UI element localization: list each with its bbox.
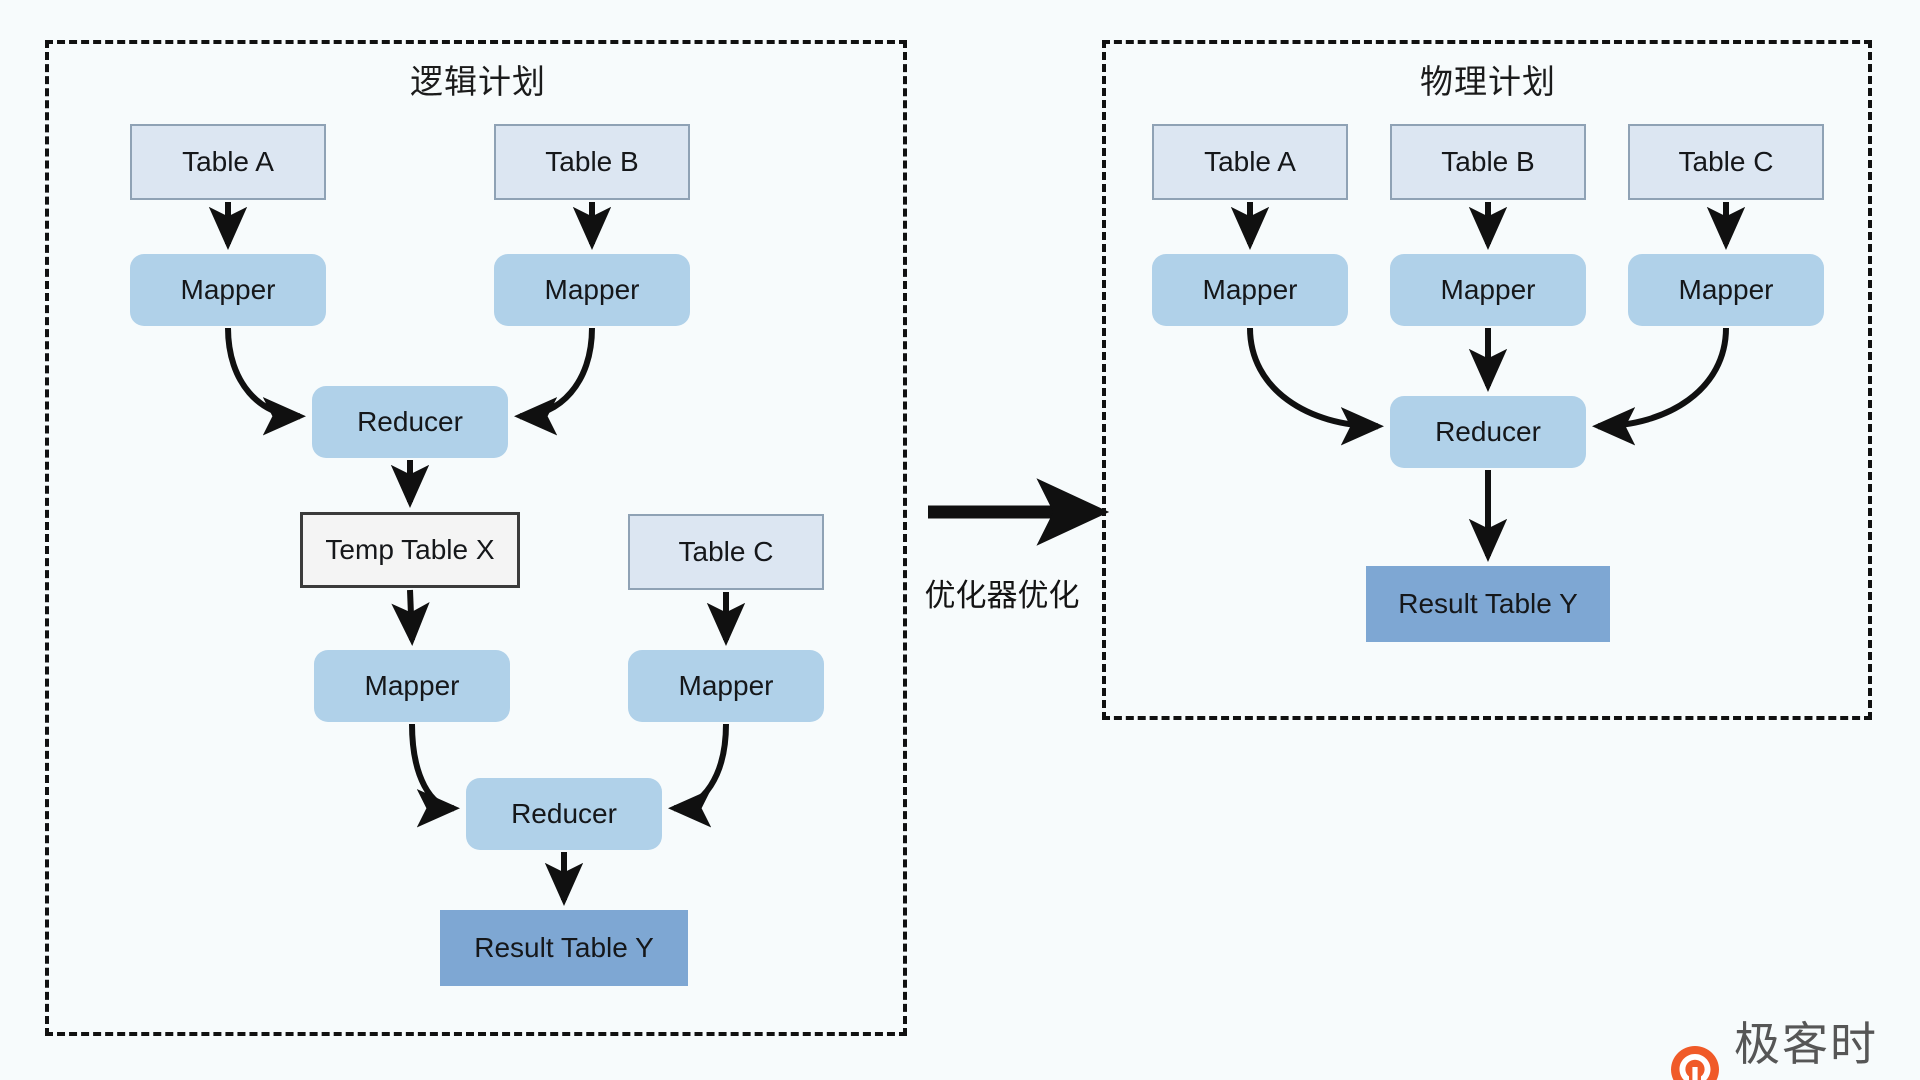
panel-physical-plan-title: 物理计划 <box>1420 63 1556 100</box>
geektime-logo-icon <box>1668 1045 1722 1080</box>
node-label: Reducer <box>1435 416 1541 447</box>
node-label: Table A <box>1204 146 1296 177</box>
node-label: Mapper <box>364 670 460 701</box>
watermark-geektime: 极客时间 <box>1668 1008 1920 1080</box>
node-l-mapper-3: Mapper <box>314 650 510 722</box>
node-label: Table B <box>1441 146 1535 177</box>
node-p-result-y: Result Table Y <box>1366 566 1610 642</box>
node-l-table-b: Table B <box>494 124 690 200</box>
node-l-table-c: Table C <box>628 514 824 590</box>
node-label: Result Table Y <box>474 932 654 963</box>
node-l-table-a: Table A <box>130 124 326 200</box>
watermark-label: 极客时间 <box>1734 1017 1878 1071</box>
node-p-reducer: Reducer <box>1390 396 1586 468</box>
node-label: Mapper <box>544 274 640 305</box>
node-p-table-c: Table C <box>1628 124 1824 200</box>
node-l-reducer-2: Reducer <box>466 778 662 850</box>
node-label: Mapper <box>678 670 774 701</box>
node-p-mapper-2: Mapper <box>1390 254 1586 326</box>
node-label: Table B <box>545 146 639 177</box>
node-l-mapper-2: Mapper <box>494 254 690 326</box>
node-label: Table C <box>1678 146 1774 177</box>
node-label: Mapper <box>1678 274 1774 305</box>
node-label: Table A <box>182 146 274 177</box>
node-label: Reducer <box>357 406 463 437</box>
node-l-result-y: Result Table Y <box>440 910 688 986</box>
panel-logical-plan-title: 逻辑计划 <box>410 63 546 100</box>
node-l-mapper-4: Mapper <box>628 650 824 722</box>
node-label: Result Table Y <box>1398 588 1578 619</box>
optimizer-transform-label: 优化器优化 <box>924 578 1080 613</box>
node-p-mapper-3: Mapper <box>1628 254 1824 326</box>
node-label: Mapper <box>1202 274 1298 305</box>
panel-logical-plan <box>45 40 907 1036</box>
node-p-mapper-1: Mapper <box>1152 254 1348 326</box>
node-l-temp-x: Temp Table X <box>300 512 520 588</box>
node-l-mapper-1: Mapper <box>130 254 326 326</box>
node-l-reducer-1: Reducer <box>312 386 508 458</box>
node-label: Reducer <box>511 798 617 829</box>
node-label: Mapper <box>1440 274 1536 305</box>
node-label: Table C <box>678 536 774 567</box>
node-p-table-b: Table B <box>1390 124 1586 200</box>
node-label: Temp Table X <box>325 534 495 565</box>
panel-physical-plan <box>1102 40 1872 720</box>
node-label: Mapper <box>180 274 276 305</box>
node-p-table-a: Table A <box>1152 124 1348 200</box>
